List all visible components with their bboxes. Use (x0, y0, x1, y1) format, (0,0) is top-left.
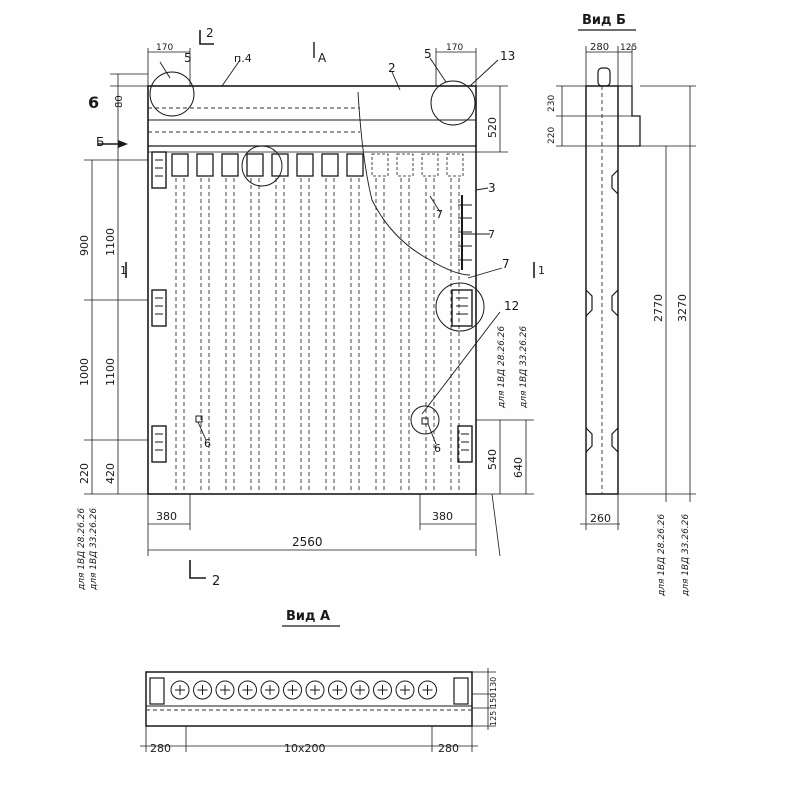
side-dim-2770: 2770 (652, 294, 665, 322)
panel-outline (147, 85, 477, 495)
plan-core (283, 680, 302, 700)
callout-2: 2 (388, 61, 396, 75)
plan-body (145, 671, 473, 727)
note-right-b: для 1ВД 33.26.26 (519, 326, 529, 409)
plan-view-title: Вид А (286, 609, 330, 624)
dim-170-left: 170 (156, 43, 173, 53)
plan-dim-10x200: 10х200 (284, 742, 326, 755)
note-right-a: для 1ВД 28.26.26 (497, 326, 507, 409)
side-dim-125: 125 (620, 43, 637, 53)
plan-dim-280-right: 280 (438, 742, 459, 755)
dim-1100-a: 1100 (104, 228, 117, 256)
opening (246, 153, 264, 177)
side-dim-220: 220 (547, 127, 557, 144)
side-dim-260: 260 (590, 512, 611, 525)
detail-circles (149, 71, 485, 435)
plan-dim-150: 150 (489, 693, 498, 708)
plan-core (395, 680, 415, 700)
plan-dim-125: 125 (489, 711, 498, 726)
opening (396, 153, 414, 177)
side-dim-3270: 3270 (676, 294, 689, 322)
note-left-a: для 1ВД 28.26.26 (77, 508, 87, 591)
dim-380-left: 380 (156, 510, 177, 523)
edge-hatch (458, 204, 472, 261)
dim-80: 80 (114, 95, 125, 108)
section-1-right: 1 (538, 264, 545, 277)
opening (296, 153, 314, 177)
marker-b-arrow (118, 140, 128, 148)
plan-dim-280-left: 280 (150, 742, 171, 755)
callout-13: 13 (500, 49, 515, 63)
callout-5-left: 5 (184, 51, 192, 65)
dim-900: 900 (78, 235, 91, 256)
opening (421, 153, 439, 177)
dim-2560: 2560 (292, 535, 323, 549)
side-dim-230: 230 (547, 95, 557, 112)
side-note-a: для 1ВД 28.26.26 (657, 514, 667, 597)
plan-hollow-cores (170, 680, 437, 700)
plan-core (328, 680, 347, 700)
callout-12: 12 (504, 299, 519, 313)
side-ledge (618, 85, 641, 147)
opening-row (171, 153, 464, 177)
plan-core (215, 680, 235, 700)
callout-7b: 7 (488, 228, 495, 241)
opening (171, 153, 189, 177)
callout-6b: 6 (434, 442, 441, 455)
plan-core (350, 680, 370, 700)
hollow-cores (175, 178, 460, 490)
plan-view: Вид А 280 10х200 280 130 150 125 (140, 609, 498, 755)
embedded-inserts (151, 151, 473, 463)
leader-lines (159, 57, 503, 445)
opening (371, 153, 389, 177)
dim-420: 420 (104, 463, 117, 484)
callout-5-right: 5 (424, 47, 432, 61)
side-view: Вид Б (547, 13, 696, 597)
opening (221, 153, 239, 177)
callout-3: 3 (488, 181, 496, 195)
item-4-label: п.4 (234, 52, 252, 65)
plan-core (170, 680, 190, 700)
dim-520: 520 (486, 117, 499, 138)
dim-1100-b: 1100 (104, 358, 117, 386)
opening (446, 153, 464, 177)
opening (196, 153, 214, 177)
dim-220: 220 (78, 463, 91, 484)
opening (271, 153, 289, 177)
plan-core (238, 680, 257, 700)
callout-6-top: 6 (88, 93, 99, 112)
dim-540: 540 (486, 449, 499, 470)
plan-core (305, 680, 325, 700)
side-dim-280: 280 (590, 42, 609, 53)
break-line (357, 91, 471, 276)
callout-7c: 7 (502, 257, 510, 271)
opening (321, 153, 339, 177)
opening (346, 153, 364, 177)
side-view-title: Вид Б (582, 13, 626, 28)
section-2-top-label: 2 (206, 26, 214, 40)
view-a-marker: A (318, 51, 327, 65)
dim-640: 640 (512, 457, 525, 478)
plan-core (260, 680, 280, 700)
section-1-left: 1 (120, 264, 127, 277)
front-view: 2 2 A п.4 5 5 13 2 6 3 7 7 7 12 6 6 Б 1 … (77, 26, 545, 591)
dim-380-right: 380 (432, 510, 453, 523)
plan-core (193, 680, 212, 700)
section-markers (98, 30, 535, 579)
section-2-bottom-label: 2 (212, 574, 220, 589)
plan-dim-130: 130 (489, 677, 498, 692)
dim-1000: 1000 (78, 358, 91, 386)
dim-170-right: 170 (446, 43, 463, 53)
callout-6a: 6 (204, 437, 211, 450)
marker-b-label: Б (96, 135, 104, 149)
callout-7a: 7 (436, 208, 443, 221)
side-note-b: для 1ВД 33.26.26 (681, 514, 691, 597)
note-left-b: для 1ВД 33.26.26 (89, 508, 99, 591)
plan-core (418, 680, 437, 700)
plan-core (373, 680, 392, 700)
